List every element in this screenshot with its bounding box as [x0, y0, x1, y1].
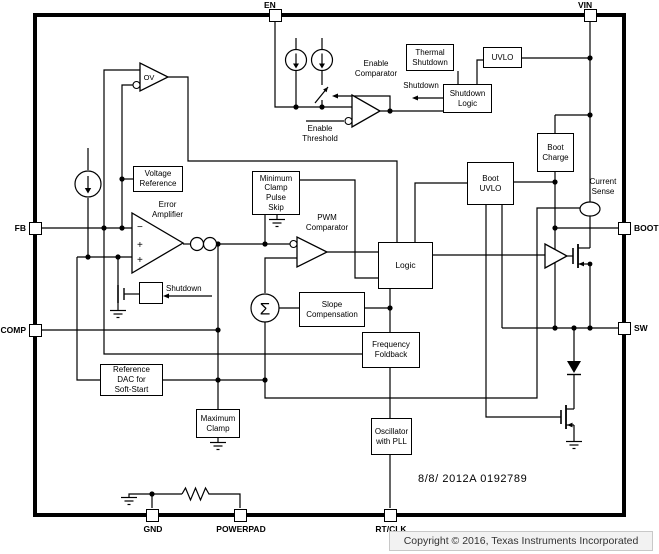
ls-fet-arrow [567, 422, 573, 428]
reference-dac-block: Reference DAC for Soft-Start [100, 364, 163, 396]
ov-label: OV [144, 73, 155, 82]
ea-output-circle-2 [202, 236, 218, 252]
pin-label-fb: FB [14, 223, 26, 233]
minimum-clamp-block: Minimum Clamp Pulse Skip [252, 171, 300, 215]
pin-label-comp: COMP [0, 325, 27, 335]
pin-en [268, 8, 282, 22]
ov-comparator [139, 61, 170, 93]
catch-diode [567, 361, 581, 373]
date-code: 8/8/ 2012A 0192789 [418, 473, 528, 485]
oscillator-pll-block: Oscillator with PLL [371, 418, 412, 455]
pin-gnd [145, 508, 159, 522]
pin-label-rtclk: RT/CLK [375, 524, 407, 534]
pin-label-powerpad: POWERPAD [216, 524, 266, 534]
hysteresis-arrow [332, 93, 338, 99]
pwm-comparator-symbol [296, 235, 329, 269]
shutdown-in-arrow [163, 293, 169, 299]
pin-comp [28, 323, 42, 337]
error-amplifier-symbol [131, 211, 185, 275]
pin-label-vin: VIN [578, 0, 593, 10]
enable-invert-bubble [344, 116, 353, 126]
error-amplifier-label: Error Amplifier [151, 200, 184, 219]
pwm-comparator-label: PWM Comparator [305, 213, 349, 232]
ea-minus-sign: − [137, 222, 143, 233]
current-sense-symbol [579, 201, 601, 217]
boot-uvlo-block: Boot UVLO [467, 162, 514, 205]
gate-driver [544, 242, 569, 270]
slope-compensation-block: Slope Compensation [299, 292, 365, 327]
shutdown-block-label: Shutdown [166, 284, 202, 293]
shutdown-out-arrow [412, 95, 418, 101]
pin-boot [617, 221, 631, 235]
ea-output-circle-1 [189, 236, 205, 252]
logic-block: Logic [378, 242, 433, 289]
enable-comparator-label: Enable Comparator [354, 59, 398, 78]
junction-dots [85, 55, 593, 497]
voltage-reference-block: Voltage Reference [133, 166, 183, 192]
ic-boundary [33, 13, 626, 517]
pin-label-gnd: GND [143, 524, 163, 534]
switch-arrow [323, 87, 328, 93]
enable-comparator [351, 93, 382, 129]
pin-label-sw: SW [634, 323, 648, 333]
frequency-foldback-block: Frequency Foldback [362, 332, 420, 368]
boot-charge-block: Boot Charge [537, 133, 574, 172]
pin-label-boot: BOOT [634, 223, 659, 233]
ea-plus-sign-2: + [137, 255, 143, 266]
hs-fet-arrow [578, 261, 584, 267]
sigma-glyph: Σ [260, 300, 271, 319]
pin-sw [617, 321, 631, 335]
current-sense-label: Current Sense [589, 177, 617, 196]
pin-fb [28, 221, 42, 235]
shutdown-switch-block [139, 282, 163, 304]
summing-node [250, 293, 280, 323]
maximum-clamp-block: Maximum Clamp [196, 409, 240, 438]
ea-plus-sign-1: + [137, 240, 143, 251]
enable-threshold-label: Enable Threshold [302, 124, 338, 143]
pin-label-en: EN [264, 0, 276, 10]
copyright-bar: Copyright © 2016, Texas Instruments Inco… [389, 531, 653, 551]
ov-invert-bubble [132, 80, 141, 90]
thermal-shutdown-block: Thermal Shutdown [406, 44, 454, 71]
pin-powerpad [233, 508, 247, 522]
shutdown-signal-label: Shutdown [403, 81, 439, 90]
uvlo-block: UVLO [483, 47, 522, 68]
pin-vin [583, 8, 597, 22]
pwm-invert-bubble [289, 239, 298, 249]
shutdown-logic-block: Shutdown Logic [443, 84, 492, 113]
pin-rtclk [383, 508, 397, 522]
